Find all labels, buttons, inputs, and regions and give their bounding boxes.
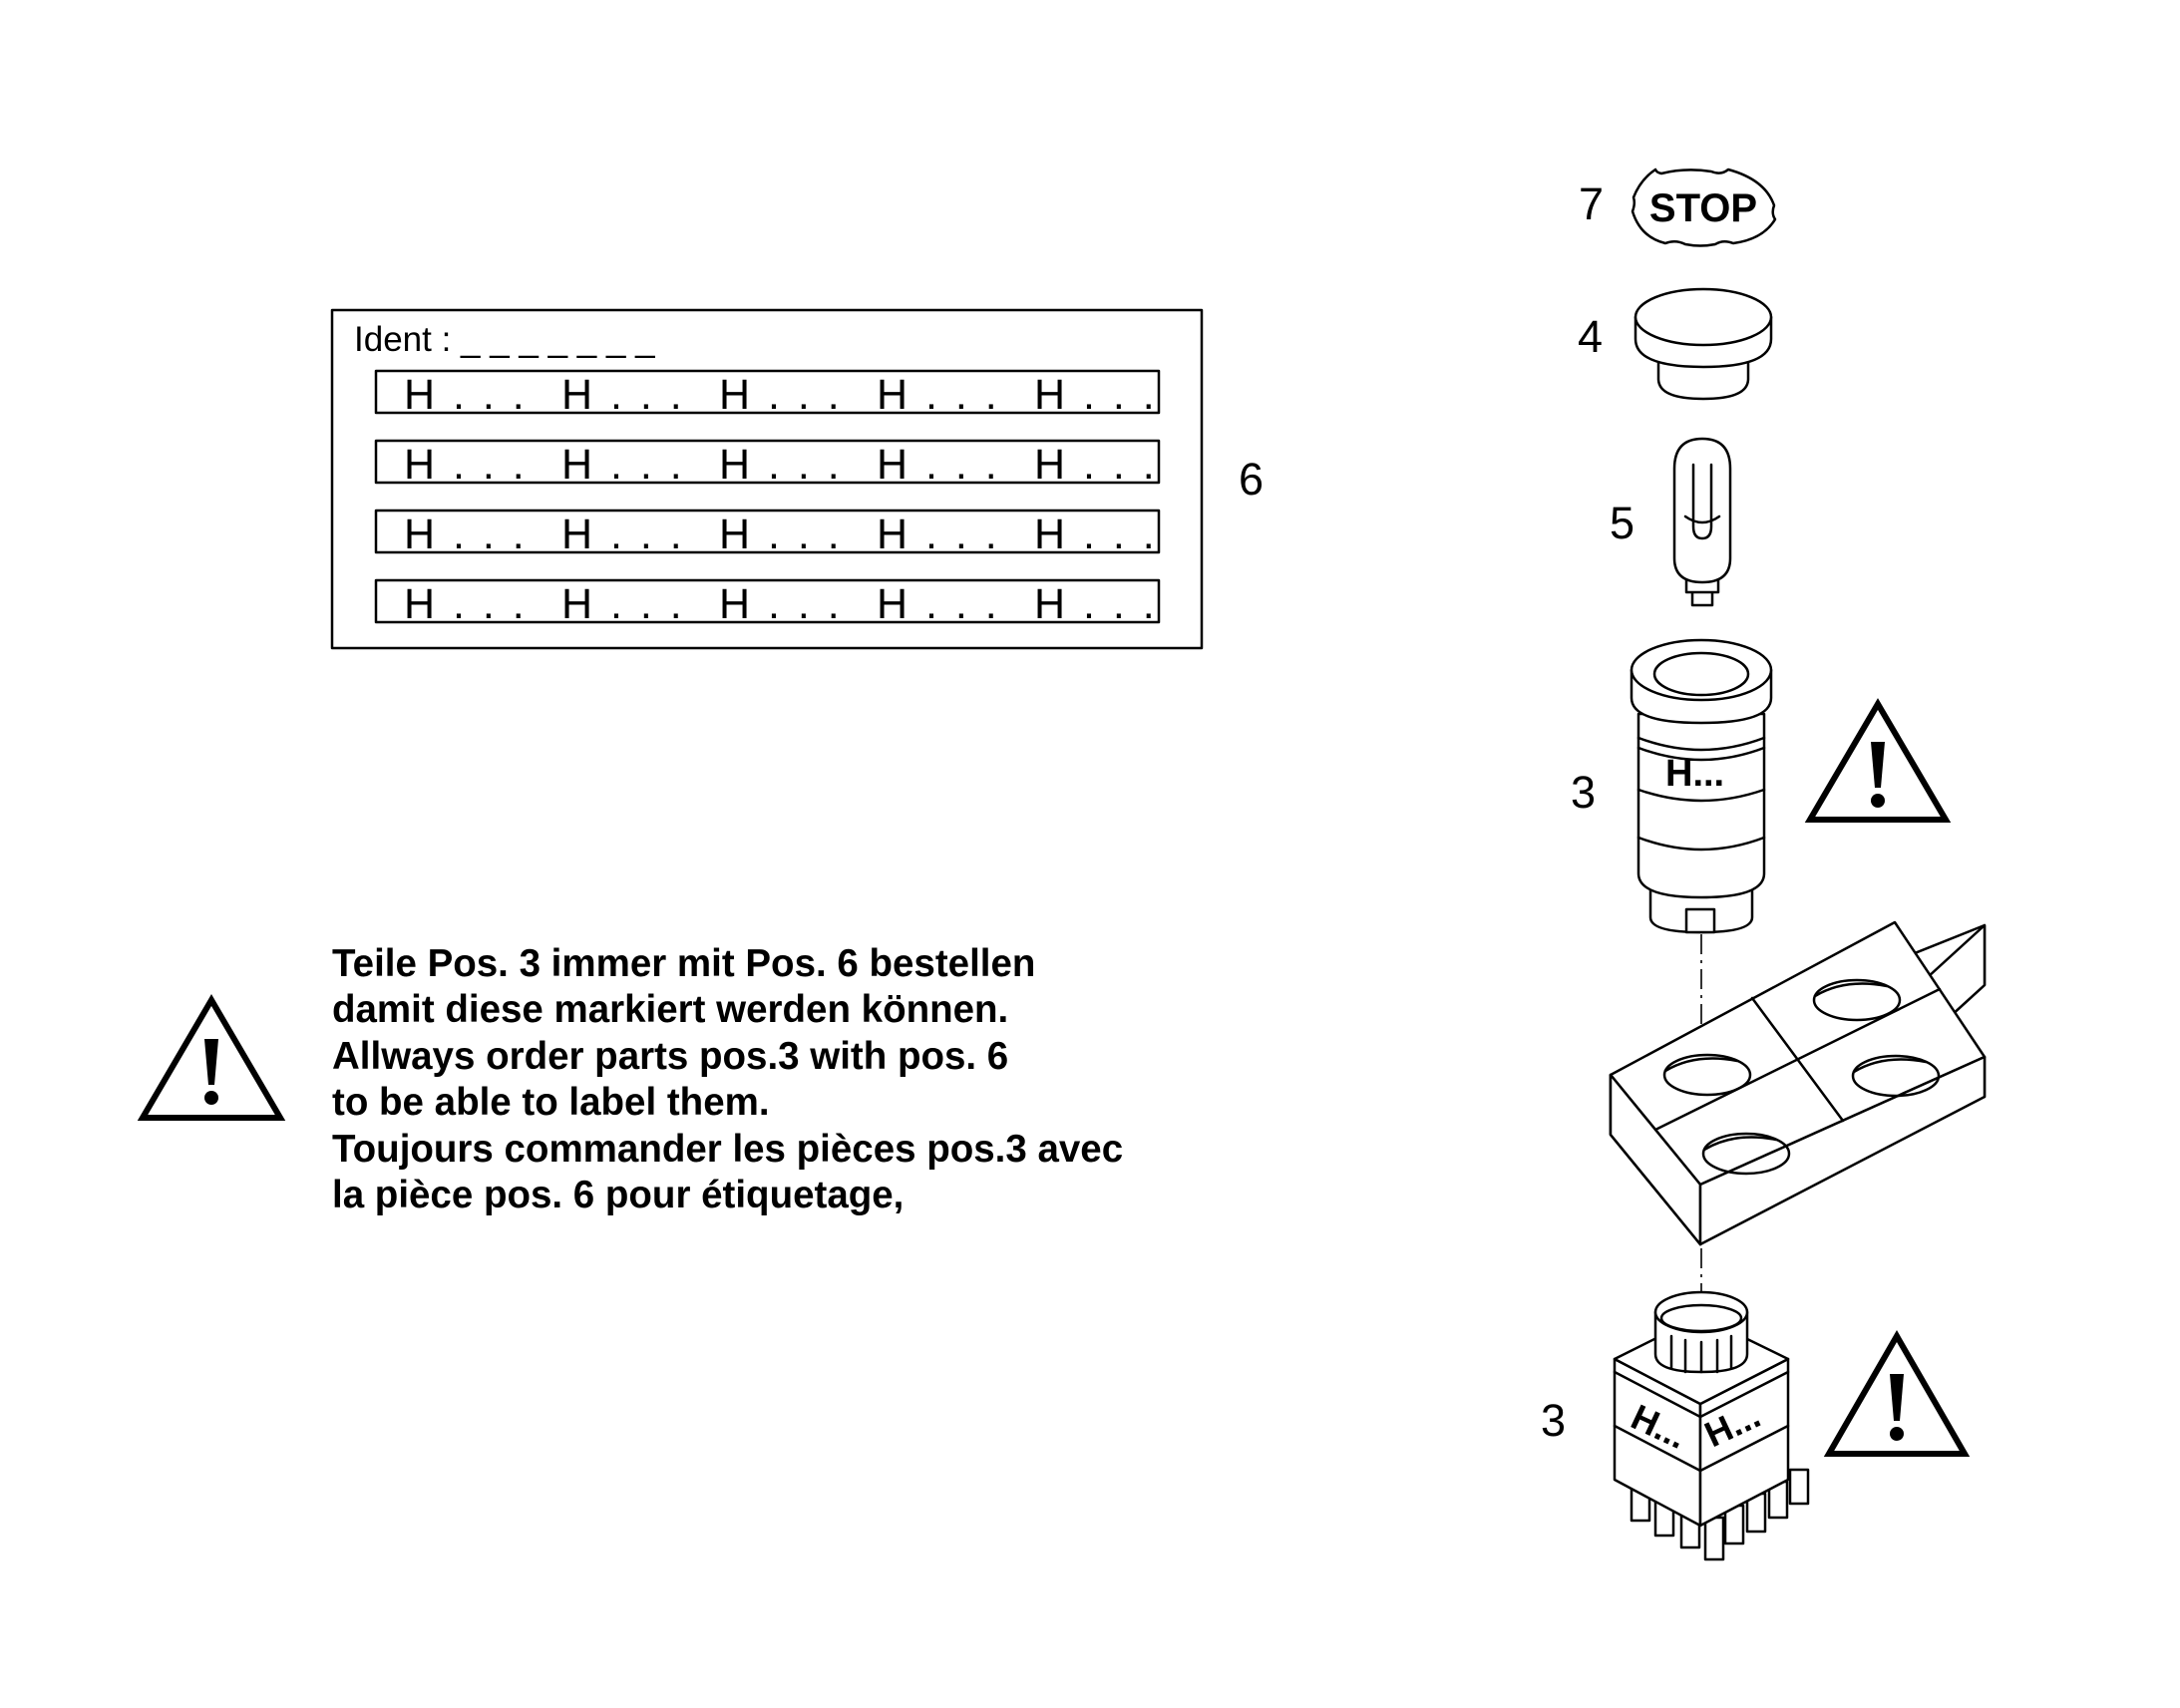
note-line: Toujours commander les pièces pos.3 avec xyxy=(332,1128,1123,1171)
strip-label: H . . . xyxy=(561,580,685,628)
order-note: Teile Pos. 3 immer mit Pos. 6 bestellen … xyxy=(332,942,1123,1216)
label-sheet-frame xyxy=(330,308,1204,650)
callout-pos-5: 5 xyxy=(1610,498,1635,548)
strip-label: H . . . xyxy=(719,580,843,628)
stop-cap-text: STOP xyxy=(1649,186,1757,230)
label-strip-2: H . . . H . . . H . . . H . . . H . . . xyxy=(374,439,1161,489)
strip-label: H . . . xyxy=(1034,580,1158,628)
strip-label: H . . . xyxy=(719,441,843,489)
strip-label: H . . . xyxy=(561,511,685,558)
pushbutton-upper: H... xyxy=(1630,638,1773,934)
note-line: Allways order parts pos.3 with pos. 6 xyxy=(332,1035,1008,1078)
note-line: la pièce pos. 6 pour étiquetage, xyxy=(332,1174,904,1216)
strip-label: H . . . xyxy=(719,371,843,419)
strip-label: H . . . xyxy=(404,511,528,558)
callout-pos-3-lower: 3 xyxy=(1541,1395,1566,1446)
strip-label: H . . . xyxy=(1034,441,1158,489)
strip-label: H . . . xyxy=(404,580,528,628)
lens-cap xyxy=(1634,287,1773,401)
note-line: Teile Pos. 3 immer mit Pos. 6 bestellen xyxy=(332,942,1035,985)
strip-label: H . . . xyxy=(404,441,528,489)
pushbutton-label: H... xyxy=(1665,753,1724,795)
callout-pos-3-upper: 3 xyxy=(1571,767,1596,818)
stop-insert: STOP xyxy=(1631,168,1777,247)
label-strip-3: H . . . H . . . H . . . H . . . H . . . xyxy=(374,509,1161,558)
strip-label: H . . . xyxy=(877,580,1000,628)
strip-label: H . . . xyxy=(877,371,1000,419)
bulb xyxy=(1672,437,1732,607)
callout-pos-6: 6 xyxy=(1239,454,1264,505)
strip-label: H . . . xyxy=(719,511,843,558)
strip-label: H . . . xyxy=(877,441,1000,489)
note-line: to be able to label them. xyxy=(332,1081,770,1124)
warning-triangle-icon-lower xyxy=(1823,1329,1971,1457)
label-sheet: Ident : _ _ _ _ _ _ _ H . . . H . . . H … xyxy=(330,308,1204,650)
strip-label: H . . . xyxy=(561,371,685,419)
label-strip-4: H . . . H . . . H . . . H . . . H . . . xyxy=(374,578,1161,628)
callout-pos-4: 4 xyxy=(1578,311,1603,362)
strip-label: H . . . xyxy=(1034,371,1158,419)
strip-label: H . . . xyxy=(877,511,1000,558)
contact-block: H... H... xyxy=(1613,1290,1810,1561)
callout-pos-7: 7 xyxy=(1579,178,1604,229)
strip-label: H . . . xyxy=(561,441,685,489)
warning-triangle-icon-upper xyxy=(1804,698,1952,823)
strip-label: H . . . xyxy=(404,371,528,419)
ident-label: Ident : _ _ _ _ _ _ _ xyxy=(354,320,655,359)
strip-label: H . . . xyxy=(1034,511,1158,558)
note-line: damit diese markiert werden können. xyxy=(332,988,1008,1031)
label-strip-1: H . . . H . . . H . . . H . . . H . . . xyxy=(374,369,1161,419)
warning-triangle-icon xyxy=(137,994,286,1121)
mounting-plate xyxy=(1609,920,1987,1246)
